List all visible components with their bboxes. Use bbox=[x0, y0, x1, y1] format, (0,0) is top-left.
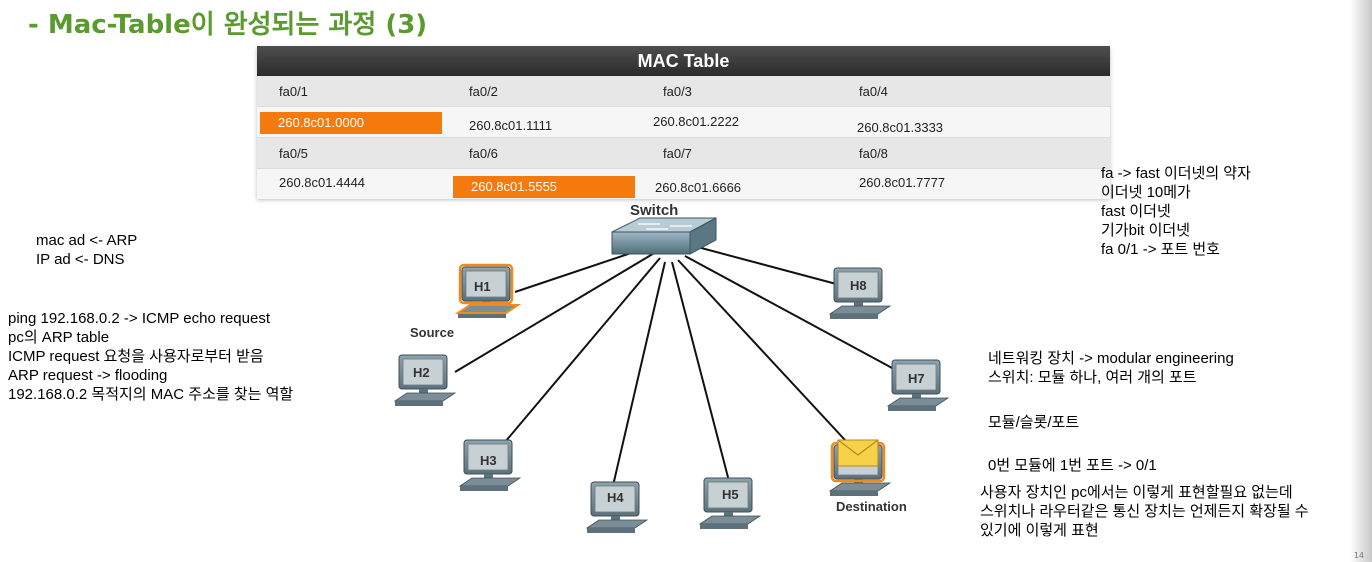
host-label-h5: H5 bbox=[722, 487, 739, 502]
computer-icon bbox=[699, 477, 761, 530]
port-cell: fa0/7 bbox=[663, 146, 692, 161]
port-cell: fa0/3 bbox=[663, 84, 692, 99]
mac-address-cell: 260.8c01.3333 bbox=[857, 120, 944, 135]
note-port-numbering: 0번 모듈에 1번 포트 -> 0/1 bbox=[988, 457, 1157, 474]
note-line: pc의 ARP table bbox=[8, 329, 110, 346]
note-line: ARP request -> flooding bbox=[8, 367, 168, 384]
note-line: 기가bit 이더넷 bbox=[1101, 222, 1191, 239]
mac-address-cell-highlighted: 260.8c01.0000 bbox=[260, 112, 442, 134]
note-line: fa 0/1 -> 포트 번호 bbox=[1101, 241, 1220, 258]
mac-table-address-row: 260.8c01.4444 260.8c01.5555 260.8c01.666… bbox=[257, 169, 1110, 199]
slide-edge-shadow bbox=[1350, 0, 1372, 562]
page-number: 14 bbox=[1353, 551, 1364, 560]
mac-address-cell: 260.8c01.2222 bbox=[653, 114, 740, 129]
port-cell: fa0/2 bbox=[469, 84, 498, 99]
host-label-h8: H8 bbox=[850, 278, 867, 293]
note-ping-process: ping 192.168.0.2 -> ICMP echo request pc… bbox=[8, 309, 293, 404]
note-line: 사용자 장치인 pc에서는 이렇게 표현할필요 없는데 bbox=[980, 484, 1293, 501]
note-line: 있기에 이렇게 표현 bbox=[980, 522, 1099, 539]
envelope-icon bbox=[837, 439, 879, 467]
mac-table-port-row: fa0/5 fa0/6 fa0/7 fa0/8 bbox=[257, 138, 1110, 169]
note-line: fast 이더넷 bbox=[1101, 203, 1171, 220]
switch-icon bbox=[611, 217, 717, 255]
computer-icon bbox=[394, 354, 456, 407]
note-line: ICMP request 요청을 사용자로부터 받음 bbox=[8, 348, 264, 365]
note-line: 스위치나 라우터같은 통신 장치는 언제든지 확장될 수 bbox=[980, 503, 1309, 520]
note-line: ping 192.168.0.2 -> ICMP echo request bbox=[8, 310, 270, 327]
slide-title: - Mac-Table이 완성되는 과정 (3) bbox=[28, 10, 428, 40]
destination-label: Destination bbox=[836, 499, 907, 514]
port-cell: fa0/8 bbox=[859, 146, 888, 161]
note-line: 네트워킹 장치 -> modular engineering bbox=[988, 350, 1234, 367]
host-label-h4: H4 bbox=[607, 490, 624, 505]
computer-icon bbox=[454, 263, 522, 319]
switch-label: Switch bbox=[630, 202, 678, 219]
host-label-h7: H7 bbox=[908, 371, 925, 386]
port-cell: fa0/5 bbox=[279, 146, 308, 161]
note-fast-ethernet: fa -> fast 이더넷의 약자 이더넷 10메가 fast 이더넷 기가b… bbox=[1101, 164, 1251, 259]
host-label-h2: H2 bbox=[413, 365, 430, 380]
port-cell: fa0/1 bbox=[279, 84, 308, 99]
note-line: 192.168.0.2 목적지의 MAC 주소를 찾는 역할 bbox=[8, 386, 294, 403]
mac-table: MAC Table fa0/1 fa0/2 fa0/3 fa0/4 260.8c… bbox=[257, 46, 1110, 199]
mac-address-cell: 260.8c01.1111 bbox=[469, 118, 553, 133]
note-line: mac ad <- ARP bbox=[36, 232, 138, 249]
port-cell: fa0/6 bbox=[469, 146, 498, 161]
mac-table-port-row: fa0/1 fa0/2 fa0/3 fa0/4 bbox=[257, 76, 1110, 107]
source-label: Source bbox=[410, 325, 454, 340]
host-label-h3: H3 bbox=[480, 453, 497, 468]
note-expansion: 사용자 장치인 pc에서는 이렇게 표현할필요 없는데 스위치나 라우터같은 통… bbox=[980, 483, 1309, 540]
mac-address-cell: 260.8c01.7777 bbox=[859, 175, 946, 190]
note-line: 스위치: 모듈 하나, 여러 개의 포트 bbox=[988, 369, 1197, 386]
host-label-h1: H1 bbox=[474, 279, 491, 294]
note-address-resolution: mac ad <- ARP IP ad <- DNS bbox=[36, 231, 137, 269]
mac-address-cell: 260.8c01.4444 bbox=[279, 175, 366, 190]
note-line: IP ad <- DNS bbox=[36, 251, 125, 268]
note-modular-engineering: 네트워킹 장치 -> modular engineering 스위치: 모듈 하… bbox=[988, 349, 1234, 387]
computer-icon bbox=[829, 267, 891, 320]
mac-address-cell: 260.8c01.6666 bbox=[655, 180, 742, 195]
port-cell: fa0/4 bbox=[859, 84, 888, 99]
note-line: 이더넷 10메가 bbox=[1101, 184, 1191, 201]
mac-table-address-row: 260.8c01.0000 260.8c01.1111 260.8c01.222… bbox=[257, 107, 1110, 138]
network-links bbox=[454, 244, 906, 491]
note-line: fa -> fast 이더넷의 약자 bbox=[1101, 165, 1251, 182]
mac-address-cell-highlighted: 260.8c01.5555 bbox=[453, 176, 635, 198]
mac-table-header: MAC Table bbox=[257, 46, 1110, 76]
note-module-slot-port: 모듈/슬롯/포트 bbox=[988, 414, 1080, 431]
